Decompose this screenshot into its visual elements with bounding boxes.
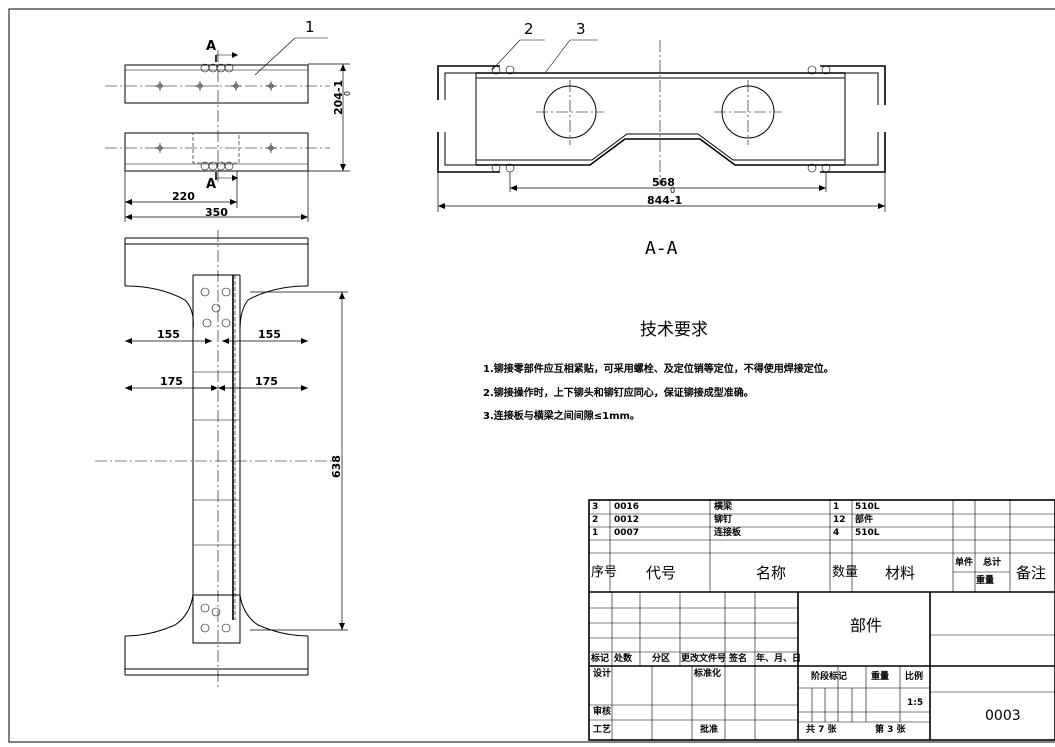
- balloon-1: 1: [305, 18, 315, 36]
- label-sign: 签名: [729, 654, 748, 664]
- header-name: 名称: [756, 564, 787, 582]
- header-qty: 数量: [832, 565, 859, 580]
- label-count: 处数: [614, 654, 633, 664]
- requirement-item-2: 2.铆接操作时，上下铆头和铆钉应同心，保证铆接成型准确。: [483, 388, 754, 399]
- dim-175-left: 175: [160, 375, 183, 388]
- balloon-3: 3: [576, 20, 586, 38]
- label-zone: 分区: [652, 654, 671, 664]
- parts-row-material: 部件: [855, 515, 874, 525]
- parts-row-no: 1: [592, 528, 599, 538]
- scale-value: 1:5: [907, 698, 924, 708]
- header-total: 总计: [983, 558, 1002, 568]
- label-weight: 重量: [871, 672, 890, 682]
- sheet-number: 第 3 张: [875, 725, 906, 735]
- dim-220: 220: [172, 190, 195, 203]
- cut-label-bottom: A: [206, 177, 217, 192]
- dim-175-right: 175: [255, 375, 278, 388]
- drawing-frame: [8, 8, 1055, 743]
- parts-row-no: 3: [592, 502, 599, 512]
- parts-row-no: 2: [592, 515, 599, 525]
- parts-row-code: 0016: [614, 502, 640, 512]
- parts-row-qty: 1: [833, 502, 840, 512]
- dim-155-left: 155: [157, 328, 180, 341]
- label-stage: 阶段标记: [811, 672, 848, 682]
- label-approve: 批准: [700, 725, 719, 735]
- drawing-number: 0003: [985, 708, 1021, 724]
- header-material: 材料: [885, 564, 916, 582]
- parts-row-qty: 12: [833, 515, 846, 525]
- requirement-item-3: 3.连接板与横梁之间间隙≤1mm。: [483, 411, 640, 422]
- label-doc: 更改文件号: [681, 654, 727, 664]
- parts-row-material: 510L: [855, 502, 880, 512]
- parts-row-name: 横梁: [714, 502, 733, 512]
- header-no: 序号: [591, 565, 618, 580]
- parts-row-qty: 4: [833, 528, 840, 538]
- header-remark: 备注: [1016, 564, 1047, 582]
- label-scale: 比例: [905, 672, 924, 682]
- header-unit: 单件: [955, 558, 974, 568]
- dim-844: 844-1: [647, 194, 683, 207]
- dim-844-tol: 0: [670, 186, 676, 195]
- section-label: A-A: [645, 238, 678, 259]
- sheets-total: 共 7 张: [806, 725, 837, 735]
- parts-row-code: 0012: [614, 515, 640, 525]
- plan-view-top: [105, 37, 350, 222]
- label-design: 设计: [593, 669, 612, 679]
- parts-row-material: 510L: [855, 528, 880, 538]
- parts-row-name: 连接板: [714, 528, 742, 538]
- header-code: 代号: [646, 564, 677, 582]
- requirements-title: 技术要求: [640, 320, 708, 340]
- dim-155-right: 155: [258, 328, 281, 341]
- label-date: 年、月、日: [756, 654, 802, 664]
- label-review: 审核: [593, 707, 612, 717]
- label-mark: 标记: [591, 654, 610, 664]
- header-weight: 重量: [976, 576, 995, 586]
- dim-638: 638: [330, 455, 343, 478]
- cut-label-top: A: [206, 39, 217, 54]
- parts-row-name: 铆钉: [714, 515, 733, 525]
- elevation-view: [95, 230, 348, 690]
- label-process: 工艺: [593, 725, 612, 735]
- dim-204-tol: 0: [343, 90, 352, 96]
- dim-204: 204-1: [332, 79, 345, 115]
- label-standard: 标准化: [694, 669, 722, 679]
- dim-350: 350: [205, 206, 228, 219]
- part-name: 部件: [850, 616, 883, 635]
- section-a-a: [437, 39, 886, 212]
- balloon-2: 2: [524, 20, 534, 38]
- requirement-item-1: 1.铆接零部件应互相紧贴，可采用螺栓、及定位销等定位，不得使用焊接定位。: [483, 364, 834, 375]
- title-block-lines: [588, 499, 1055, 741]
- parts-row-code: 0007: [614, 528, 640, 538]
- dim-568: 568: [652, 176, 675, 189]
